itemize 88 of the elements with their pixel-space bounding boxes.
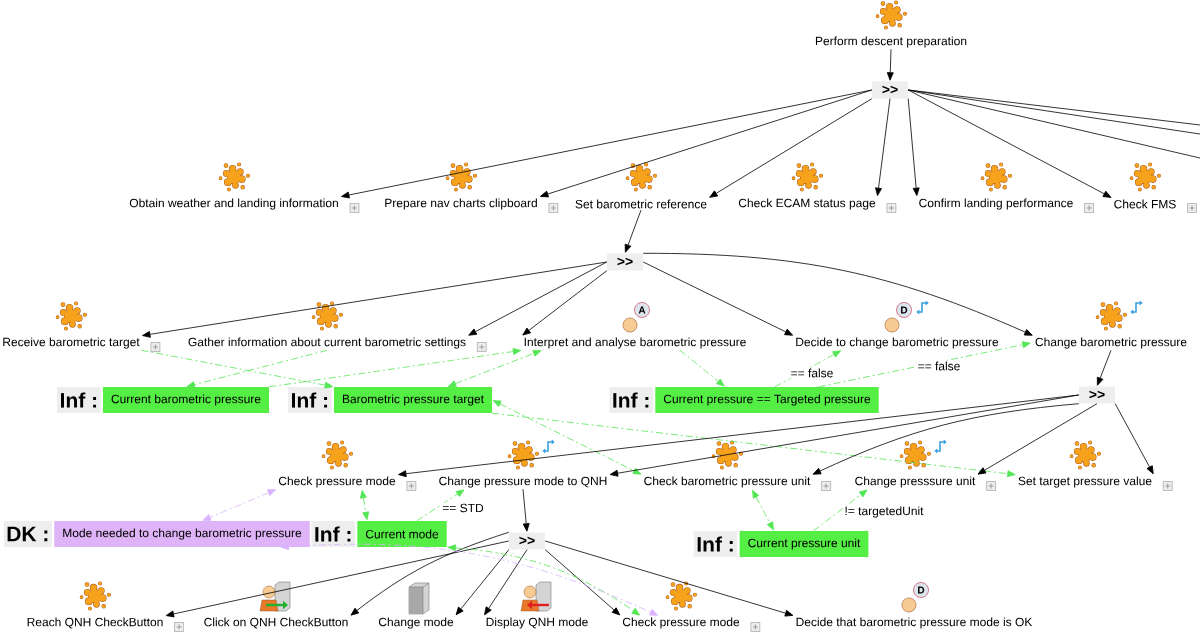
info-tag: DK :	[3, 521, 52, 547]
arrow	[544, 549, 621, 616]
task-label: Click on QNH CheckButton	[204, 617, 348, 629]
task-label: Prepare nav charts clipboard	[385, 198, 537, 210]
task-label: Interpret and analyse barometric pressure	[524, 337, 746, 349]
info-box: Barometric pressure target	[334, 387, 493, 413]
arrow	[642, 252, 1033, 336]
thought-bubble: A	[634, 302, 650, 318]
dashed-arrow	[141, 349, 334, 389]
arrow	[540, 89, 873, 198]
task-label: Change barometric pressure	[1035, 337, 1187, 349]
thought-bubble: D	[896, 302, 912, 318]
dashed-arrow	[752, 489, 774, 531]
dashed-arrow	[447, 544, 641, 616]
info-box: Current barometric pressure	[103, 387, 270, 413]
task-label: Display QNH mode	[486, 617, 588, 629]
task-label: Change pressure mode to QNH	[439, 476, 607, 488]
arrow	[522, 488, 530, 532]
arrow	[544, 540, 794, 617]
edge-label: == false	[789, 367, 835, 379]
arrow	[886, 48, 894, 81]
dashed-arrow	[774, 350, 841, 388]
info-tag: Inf :	[288, 387, 332, 413]
arrow	[350, 531, 510, 616]
arrow	[1114, 403, 1154, 475]
task-label: Confirm landing performance	[919, 198, 1073, 210]
arrow	[522, 270, 608, 336]
arrow	[165, 540, 510, 618]
arrow	[1096, 349, 1112, 386]
operator-box: >>	[607, 253, 643, 271]
task-label: Check pressure mode	[278, 476, 396, 488]
thought-bubble: D	[913, 582, 929, 598]
task-label: Decide to change barometric pressure	[796, 337, 999, 349]
task-label: Check pressure mode	[622, 617, 740, 629]
info-box: Current pressure unit	[739, 531, 869, 557]
task-label: Change mode	[378, 617, 454, 629]
arrow	[907, 98, 920, 196]
arrow	[709, 98, 873, 198]
line	[907, 89, 1200, 126]
edge-label: == STD	[441, 502, 485, 514]
dashed-arrow	[280, 543, 658, 616]
operator-box: >>	[1079, 386, 1115, 404]
dashed-arrow	[416, 489, 465, 522]
edge-label: == false	[916, 360, 962, 372]
arrow	[875, 98, 891, 196]
task-label: Reach QNH CheckButton	[27, 617, 163, 629]
dashed-arrow	[679, 349, 725, 387]
task-label: Gather information about current barometric settings	[188, 337, 466, 349]
info-box: Current pressure == Targeted pressure	[655, 387, 879, 413]
task-label: Set target pressure value	[1018, 476, 1152, 488]
task-label: Change presssure unit	[855, 476, 976, 488]
task-label: Receive barometric target	[3, 337, 140, 349]
arrow	[642, 261, 793, 336]
arrow	[624, 209, 642, 253]
arrow	[609, 394, 1080, 477]
dashed-arrow	[360, 490, 370, 521]
task-label: Perform descent preparation	[815, 36, 967, 48]
dashed-arrow	[491, 412, 1016, 478]
task-label: Set barometric reference	[575, 199, 707, 209]
knowledge-box: Mode needed to change barometric pressure	[54, 521, 310, 547]
dashed-arrow	[818, 341, 1031, 388]
arrow	[455, 549, 510, 616]
task-label: Check FMS	[1114, 199, 1176, 209]
dashed-arrow	[202, 489, 276, 521]
dashed-arrow	[492, 400, 642, 475]
dashed-arrow	[447, 350, 542, 387]
dashed-arrow	[813, 489, 868, 532]
info-box: Current mode	[357, 521, 447, 547]
arrow	[484, 549, 528, 616]
dashed-arrow	[186, 349, 328, 388]
info-tag: Inf :	[693, 531, 738, 557]
arrow	[468, 261, 608, 336]
task-label: Decide that barometric pressure mode is OK	[796, 617, 1033, 629]
task-label: Obtain weather and landing information	[129, 198, 338, 210]
line	[907, 89, 1200, 159]
arrow	[907, 89, 1112, 198]
arrow	[398, 394, 1080, 478]
arrow	[977, 403, 1098, 475]
dashed-arrow	[268, 348, 522, 388]
operator-box: >>	[872, 81, 908, 99]
task-label: Check ECAM status page	[738, 198, 876, 210]
info-tag: Inf :	[311, 521, 355, 547]
operator-box: >>	[509, 532, 545, 550]
edge-label: != targetedUnit	[843, 505, 925, 519]
info-tag: Inf :	[609, 387, 653, 413]
arrow	[812, 403, 1080, 475]
task-label: Check barometric pressure unit	[644, 476, 811, 488]
info-tag: Inf :	[57, 387, 101, 413]
